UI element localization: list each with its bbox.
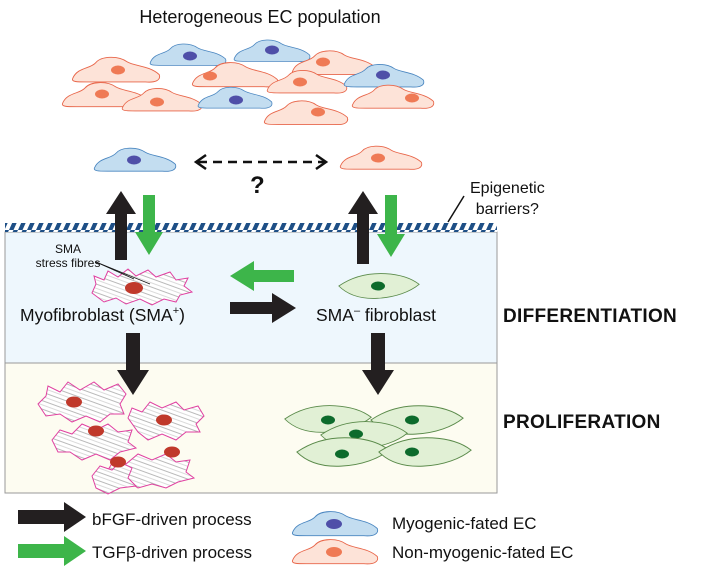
proliferation-label: PROLIFERATION [503, 412, 661, 433]
epigenetic-line-2: barriers? [475, 201, 539, 218]
legend-myogenic-cell [291, 511, 379, 537]
fibroblast-cell [370, 405, 464, 435]
myofibroblast-cell [37, 381, 127, 423]
myofibroblast-cluster [37, 381, 205, 495]
sma-label-line-1: SMA [54, 242, 81, 256]
bfgf-arrow-up-left [106, 191, 136, 260]
bfgf-arrow-right [230, 293, 296, 323]
myofibroblast-cell [91, 268, 194, 306]
sma-label-line-2: stress fibres [35, 256, 101, 270]
non-myogenic-ec-cell [263, 100, 349, 126]
barrier-pointer-line [447, 195, 465, 223]
bfgf-arrow-up-right [348, 191, 378, 264]
fibroblast-cell [338, 273, 420, 299]
legend-bfgf-label: bFGF-driven process [92, 510, 252, 529]
myogenic-ec-cell [197, 86, 273, 109]
legend-black-arrow [18, 502, 86, 532]
non-myogenic-ec-cell [339, 145, 423, 170]
myofibroblast-label-text: Myofibroblast (SMA [20, 305, 173, 325]
non-myogenic-ec-cell [121, 87, 203, 112]
myofibroblast-cell [127, 401, 205, 441]
myofibroblast-cell [51, 423, 138, 461]
fibroblast-cell [284, 405, 372, 433]
tgfb-arrow-down-right [377, 195, 405, 257]
non-myogenic-ec-cell [61, 82, 149, 108]
differentiation-zone [4, 231, 498, 364]
fibroblast-cluster [284, 405, 472, 467]
epigenetic-barriers-label: Epigenetic barriers? [470, 178, 545, 220]
legend-green-arrow [18, 536, 86, 566]
myofibroblast-label: Myofibroblast (SMA+) [20, 305, 185, 325]
legend-myogenic-label: Myogenic-fated EC [392, 514, 537, 533]
differentiation-label: DIFFERENTIATION [503, 306, 678, 327]
non-myogenic-ec-cell [291, 50, 377, 76]
myogenic-ec-cell [149, 43, 227, 66]
tgfb-arrow-left [230, 261, 294, 291]
fibroblast-label: SMA– fibroblast [316, 305, 436, 325]
myofibroblast-label-end: ) [179, 305, 185, 325]
transition-question-mark: ? [250, 172, 265, 199]
tgfb-arrow-down-left [135, 195, 163, 255]
myogenic-ec-cell [93, 147, 177, 172]
legend-tgfb-label: TGFβ-driven process [92, 543, 252, 562]
epigenetic-line-1: Epigenetic [470, 180, 545, 197]
sma-pointer-lines [95, 261, 151, 285]
non-myogenic-ec-cell [71, 56, 161, 83]
bfgf-arrow-down-right [362, 333, 394, 395]
myogenic-ec-cell [233, 39, 311, 62]
epigenetic-barrier-band [5, 223, 497, 232]
legend-non-myogenic-cell [291, 539, 379, 565]
bfgf-arrow-down-left [117, 333, 149, 395]
non-myogenic-ec-cell [266, 69, 348, 94]
non-myogenic-ec-cell [191, 62, 279, 88]
sma-stress-fibres-label: SMA stress fibres [20, 242, 116, 270]
myofibroblast-cell [91, 456, 138, 495]
fibroblast-cell [378, 437, 472, 467]
fibroblast-cell [296, 437, 390, 467]
myogenic-ec-cell [343, 63, 425, 88]
fibroblast-cell [320, 421, 408, 449]
ec-population-cluster [61, 39, 435, 126]
fibroblast-label-prefix: SMA [316, 305, 354, 325]
fibroblast-label-suffix: fibroblast [360, 305, 436, 325]
fibroblast-label-sup: – [353, 305, 361, 318]
myofibroblast-label-sup: + [172, 305, 180, 318]
population-title: Heterogeneous EC population [139, 7, 381, 27]
non-myogenic-ec-cell [351, 84, 435, 109]
legend-non-myogenic-label: Non-myogenic-fated EC [392, 543, 574, 562]
uncertain-transition-arrow [193, 153, 329, 171]
